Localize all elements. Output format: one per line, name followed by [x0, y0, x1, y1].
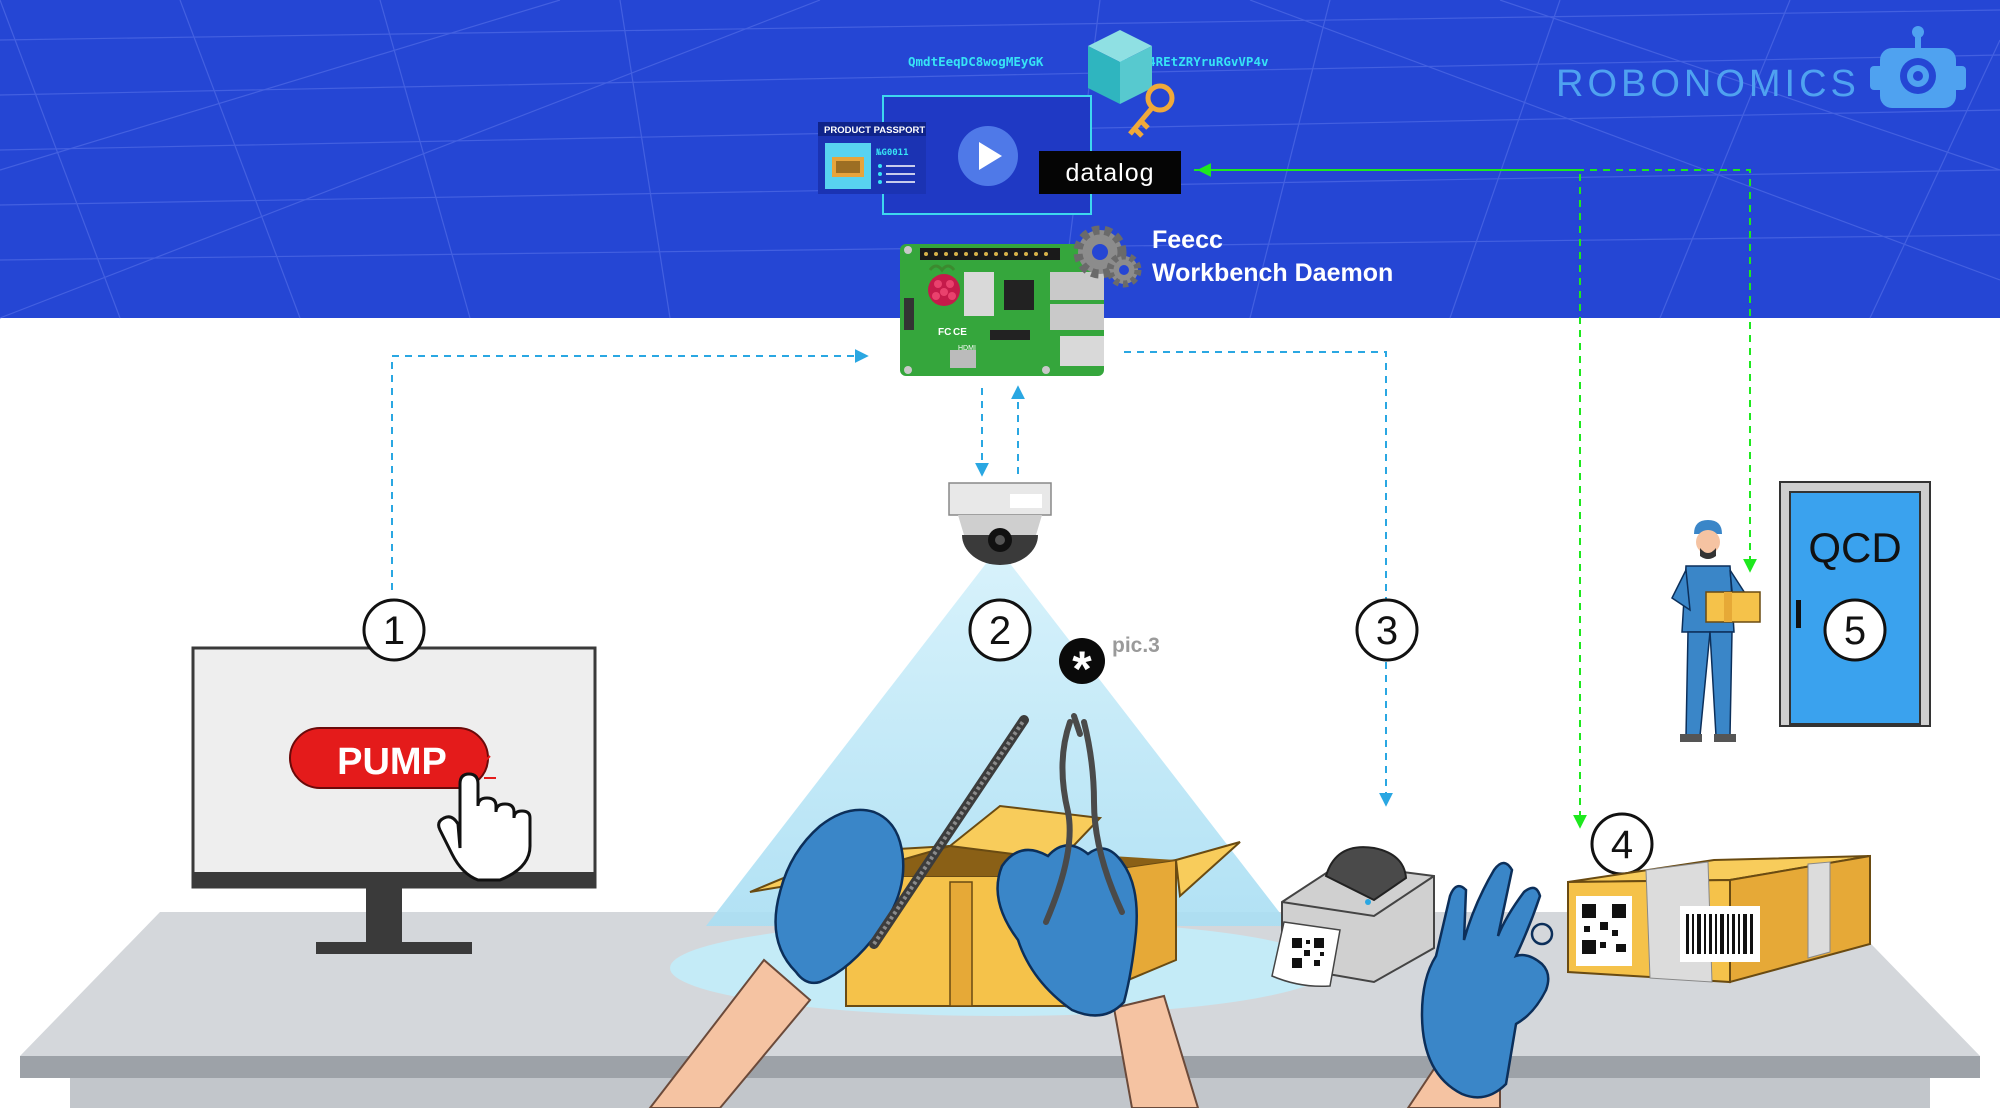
step-number-2: 2: [989, 609, 1011, 653]
hash-right: PWGS4REtZRYruRGvVP4v: [1118, 54, 1269, 69]
datalog-box: datalog: [1039, 151, 1181, 194]
arrow-monitor-to-board: [391, 349, 869, 590]
step-marker-3: 3: [1355, 598, 1419, 662]
printed-qr-code-icon: [1292, 938, 1324, 968]
hand-cursor-icon: [437, 750, 532, 882]
passport-title: PRODUCT PASSPORT: [824, 125, 925, 136]
arrow-board-to-printer: [1124, 351, 1393, 807]
arrow-datalog-to-box: [1194, 169, 1587, 829]
step-marker-4: 4: [1590, 812, 1654, 876]
board-fc-mark: FC: [938, 327, 951, 338]
play-button[interactable]: [958, 126, 1018, 186]
arrow-datalog-to-worker: [1197, 163, 1757, 573]
key-icon: [1128, 83, 1175, 138]
gloved-hand-ok-gesture: [1406, 861, 1554, 1108]
door-label: QCD: [1808, 524, 1901, 571]
datalog-label: datalog: [1065, 159, 1154, 187]
hash-left: QmdtEeqDC8wogMEyGK: [908, 54, 1044, 69]
board-ce-mark: CE: [953, 327, 967, 338]
robonomics-logo-icon: [1870, 26, 1966, 108]
daemon-title-line1: Feecc: [1152, 226, 1223, 254]
barcode-label-icon: [1680, 906, 1760, 962]
step-marker-2: 2: [968, 598, 1032, 662]
pump-button[interactable]: PUMP: [289, 727, 489, 789]
raspberry-pi-board: FC CE HDMI: [900, 244, 1104, 376]
step-number-3: 3: [1376, 609, 1398, 653]
passport-id: №G0011: [876, 148, 909, 158]
raspberry-logo-icon: [928, 264, 960, 306]
step-marker-5: 5: [1823, 598, 1887, 662]
pump-button-label: PUMP: [337, 741, 447, 783]
step-marker-1: 1: [362, 598, 426, 662]
qcd-door: QCD: [1779, 481, 1931, 727]
gloved-hand-right: [996, 844, 1200, 1108]
probe-tool-icon: [869, 715, 1029, 949]
step-number-1: 1: [383, 609, 405, 653]
step-number-5: 5: [1844, 609, 1866, 653]
board-hdmi-mark: HDMI: [958, 345, 976, 352]
courier-worker: [1671, 520, 1761, 742]
pliers-icon: [1043, 713, 1125, 925]
step-number-4: 4: [1611, 823, 1633, 867]
monitor: [191, 646, 597, 954]
brand-wordmark: ROBONOMICS: [1556, 63, 1860, 105]
daemon-title-line2: Workbench Daemon: [1152, 259, 1393, 287]
qr-code-label-icon: [1576, 896, 1632, 966]
gear-icon: [1073, 225, 1142, 288]
pic-reference: pic.3: [1112, 634, 1160, 657]
blockchain-cube-icon: [1088, 30, 1152, 104]
dome-camera: [948, 482, 1052, 565]
asterisk-symbol: *: [1072, 641, 1092, 697]
asterisk-badge: *: [1059, 638, 1105, 697]
product-passport-card: PRODUCT PASSPORT №G0011: [818, 122, 926, 194]
